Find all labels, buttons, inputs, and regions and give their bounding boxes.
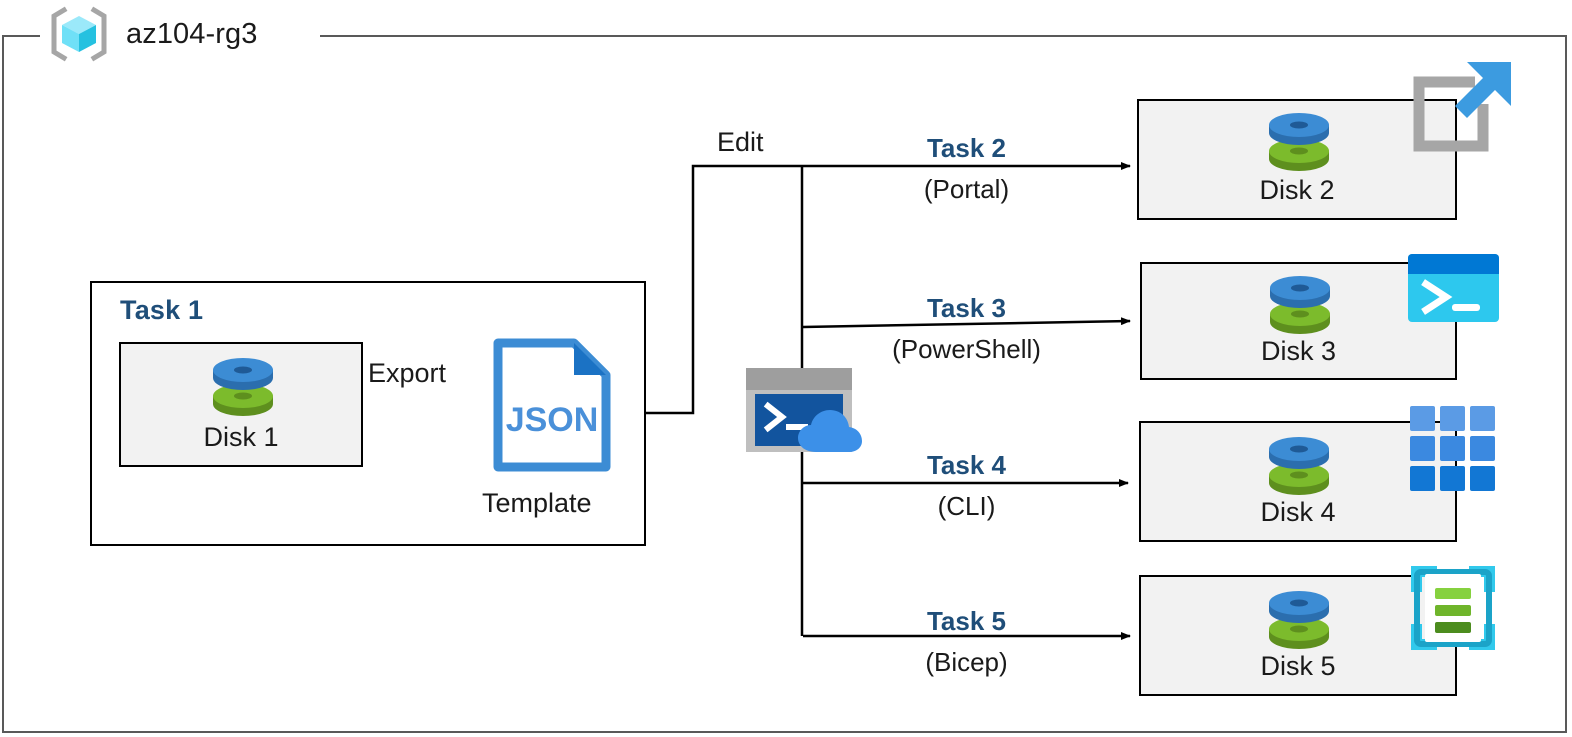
task5-label: Task 5 [926,606,1006,636]
disk3-label: Disk 3 [1260,336,1336,366]
powershell-icon[interactable] [1406,252,1501,329]
disk-icon [1254,585,1344,660]
cloud-shell-icon[interactable] [744,366,864,459]
resource-group-frame [2,35,1567,733]
disk1-label: Disk 1 [203,422,279,452]
disk4-label: Disk 4 [1260,497,1336,527]
azure-portal-icon[interactable] [1407,56,1515,161]
task3-tool-label: (PowerShell) [892,334,1041,364]
disk4-box[interactable]: Disk 4 [1139,421,1457,542]
disk-icon [1254,431,1344,506]
edit-label: Edit [717,127,764,157]
template-caption: Template [482,488,592,518]
disk-icon [1254,107,1344,182]
disk3-box[interactable]: Disk 3 [1140,262,1457,380]
disk-icon [198,352,288,427]
disk-icon [1255,270,1345,345]
task1-label: Task 1 [120,295,204,325]
bicep-icon[interactable] [1405,560,1501,661]
task2-label: Task 2 [926,133,1006,163]
task4-label: Task 4 [926,450,1006,480]
azure-cli-grid-icon[interactable] [1408,404,1498,499]
resource-group-name: az104-rg3 [126,17,258,50]
task5-tool-label: (Bicep) [925,647,1008,677]
resource-group-cube-icon [46,6,112,62]
disk5-label: Disk 5 [1260,651,1336,681]
task4-tool-label: (CLI) [937,491,996,521]
task2-tool-label: (Portal) [923,174,1010,204]
disk2-label: Disk 2 [1259,175,1335,205]
task3-label: Task 3 [926,293,1006,323]
disk2-box[interactable]: Disk 2 [1137,99,1457,220]
resource-group-header: az104-rg3 [46,3,258,65]
json-icon-text: JSON [506,401,599,439]
disk1-box[interactable]: Disk 1 [119,342,363,467]
export-label: Export [368,358,447,388]
json-file-icon[interactable]: JSON [490,335,614,480]
